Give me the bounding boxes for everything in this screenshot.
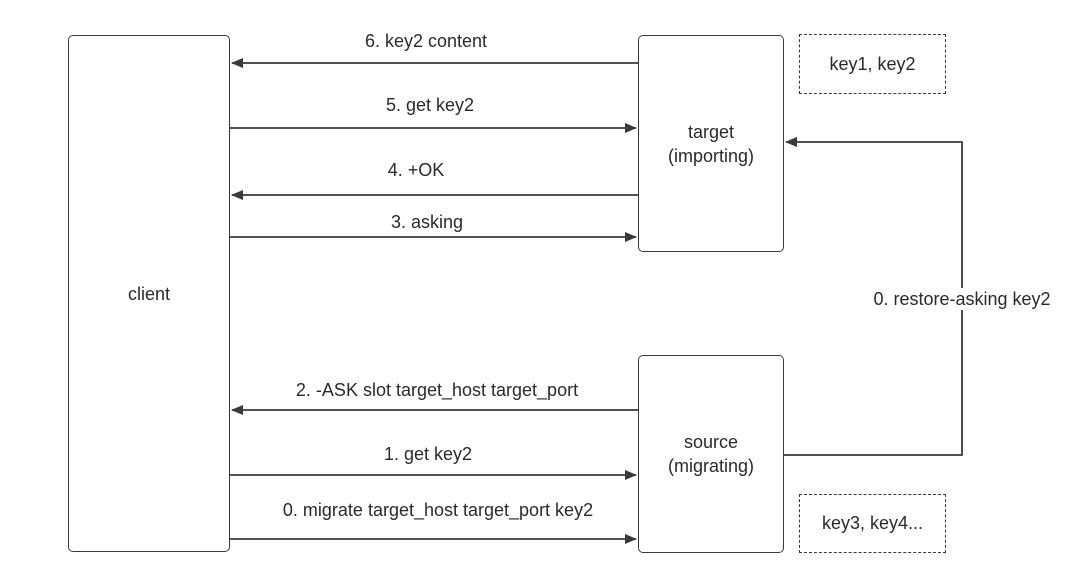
target-label: target [687,121,735,142]
edge-label-restore-asking: 0. restore-asking key2 [871,288,1053,310]
source-keys-label: key3, key4... [821,513,924,533]
source-node: source (migrating) [638,355,784,553]
client-node: client [68,35,230,552]
target-state-label: (importing) [667,145,755,166]
edge-label-get-key2-source: 1. get key2 [383,444,473,464]
edge-label-ask-redirect: 2. -ASK slot target_host target_port [295,380,579,400]
target-keys-note: key1, key2 [799,34,946,94]
edge-label-key2-content: 6. key2 content [364,31,488,51]
edge-label-get-key2-target: 5. get key2 [385,95,475,115]
edge-label-migrate: 0. migrate target_host target_port key2 [282,500,594,520]
source-label: source [683,432,739,452]
source-keys-note: key3, key4... [799,494,946,553]
edge-label-asking: 3. asking [390,212,464,232]
target-keys-label: key1, key2 [829,53,916,74]
edge-label-ok: 4. +OK [387,160,445,180]
source-state-label: (migrating) [667,456,755,476]
target-node: target (importing) [638,35,784,252]
client-label: client [127,283,171,304]
